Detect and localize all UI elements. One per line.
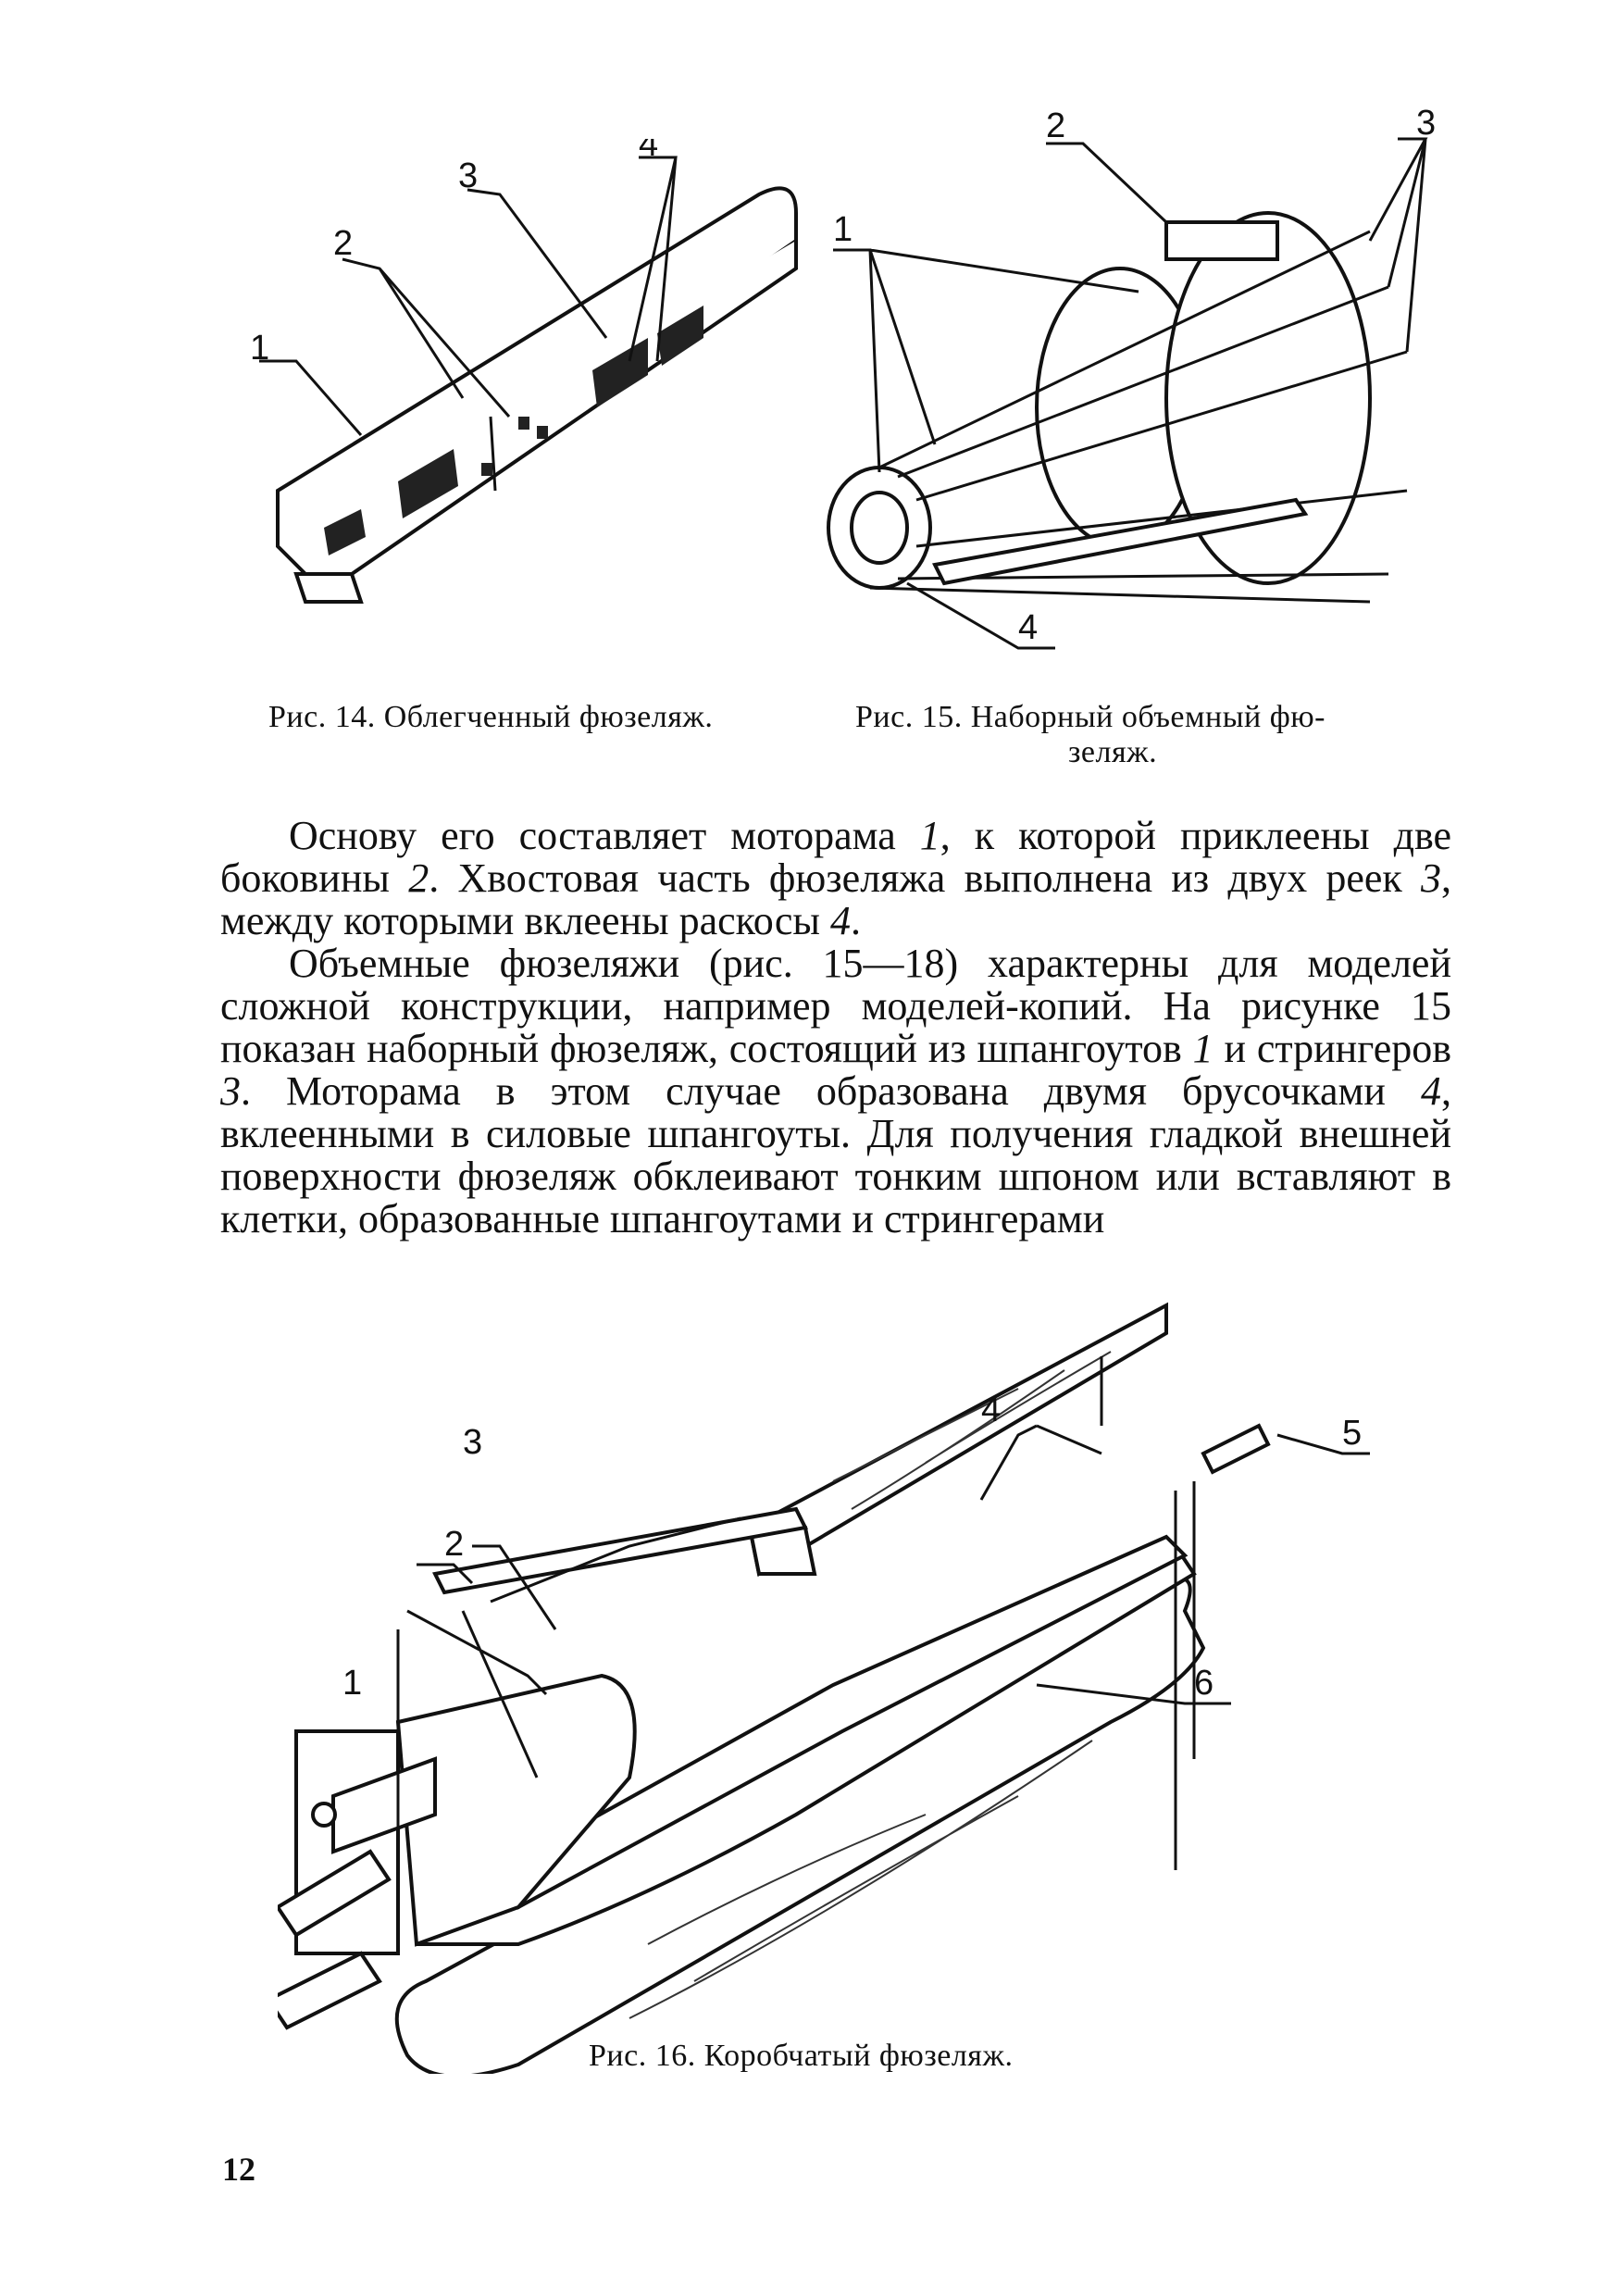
paragraph-2: Объемные фюзеляжи (рис. 15—18) характерн… [220,941,1451,1242]
fig16-label-6: 6 [1194,1664,1214,1703]
fig16-label-2: 2 [444,1525,464,1564]
fig15-label-3: 3 [1416,104,1436,143]
paragraph-1: Основу его составляет моторама 1, к кото… [220,813,1451,943]
figure-16-caption: Рис. 16. Коробчатый фюзеляж. [589,2039,1013,2074]
fig14-label-4: 4 [639,139,658,164]
fig16-label-4: 4 [981,1391,1001,1429]
fig16-label-5: 5 [1342,1414,1362,1453]
fig14-caption-text: Рис. 14. Облегченный фюзеляж. [268,700,714,734]
fig15-label-4: 4 [1018,608,1038,647]
fig14-label-3: 3 [458,156,478,195]
page-number: 12 [222,2151,255,2188]
body-text: Основу его составляет моторама 1, к кото… [220,815,1451,1241]
fig15-caption-line2: зеляж. [1068,735,1158,769]
fig16-label-1: 1 [342,1664,362,1703]
fig16-label-3: 3 [463,1423,482,1462]
figure-15-illustration: 1 2 3 4 [815,102,1481,667]
fig15-label-1: 1 [833,210,853,249]
figure-14-caption: Рис. 14. Облегченный фюзеляж. [268,700,713,735]
figure-14-illustration: 1 2 3 4 [241,139,833,620]
figure-16-illustration: 4 2 3 1 5 6 [278,1296,1435,2074]
fig15-caption-line1: Рис. 15. Наборный объемный фю- [855,700,1326,734]
fig15-label-2: 2 [1046,106,1065,145]
figure-15-caption: Рис. 15. Наборный объемный фю- зеляж. [855,700,1448,770]
fig14-label-2: 2 [333,224,353,263]
fig16-caption-text: Рис. 16. Коробчатый фюзеляж. [589,2039,1014,2073]
fig14-label-1: 1 [250,329,269,368]
